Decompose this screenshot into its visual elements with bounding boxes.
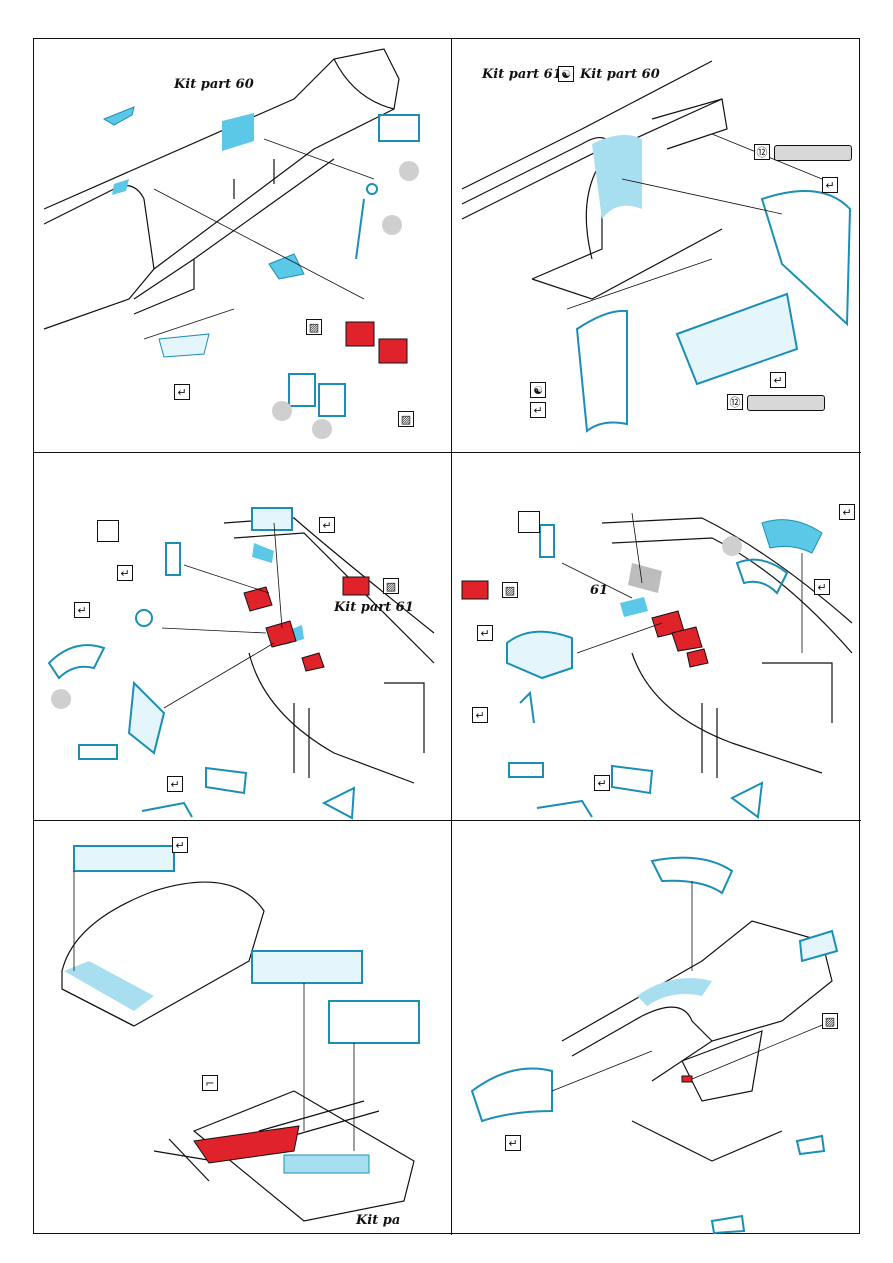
panel-step-1: Kit part 60 ↵ ▨ ▨ <box>34 39 452 453</box>
panel-3-drawing <box>47 507 435 820</box>
check-mark-icon: ↵ <box>477 625 493 641</box>
paint-hatch-icon: ▨ <box>306 319 322 335</box>
panel-step-3: ↵ ↵ ↵ ▨ Kit part 61 ↵ ↵ <box>34 453 452 821</box>
panel-1-drawing <box>43 48 420 417</box>
yin-yang-icon: ☯ <box>530 382 546 398</box>
step-square <box>518 511 540 533</box>
step-square <box>97 520 119 542</box>
paint-hatch-icon: ▨ <box>502 582 518 598</box>
panel-4-drawing <box>461 512 853 819</box>
panel-step-4: ↵ ↵ ▨ 61 ↵ ↵ ↵ ↵ ↵ <box>452 453 861 821</box>
reference-bar <box>747 395 825 411</box>
check-mark-icon: ↵ <box>319 517 335 533</box>
panel-6-drawing <box>470 856 839 1235</box>
paint-hatch-icon: ▨ <box>383 578 399 594</box>
kit-part-label: Kit part 60 <box>174 77 254 92</box>
check-mark-icon: ↵ <box>74 602 90 618</box>
paint-hatch-icon: ▨ <box>398 411 414 427</box>
kit-part-label: Kit part 61 <box>334 600 414 615</box>
reference-bar <box>774 145 852 161</box>
check-mark-icon: ↵ <box>839 504 855 520</box>
panel-2-drawing <box>461 60 852 433</box>
check-mark-icon: ↵ <box>594 775 610 791</box>
bend-icon: ⌐ <box>202 1075 218 1091</box>
paint-hatch-icon: ▨ <box>822 1013 838 1029</box>
instruction-sheet: Kit part 60 ↵ ▨ ▨ <box>33 38 861 1235</box>
step-circle-3 <box>272 401 292 421</box>
check-mark-icon: ↵ <box>822 177 838 193</box>
number-circle-icon: ⑫ <box>727 394 743 410</box>
check-mark-icon: ↵ <box>530 402 546 418</box>
check-mark-icon: ↵ <box>172 837 188 853</box>
panel-5-drawing <box>61 845 420 1222</box>
panel-step-6: ▨ ↵ <box>452 821 861 1235</box>
check-mark-icon: ↵ <box>167 776 183 792</box>
check-mark-icon: ↵ <box>174 384 190 400</box>
yin-yang-icon: ☯ <box>558 66 574 82</box>
step-circle <box>722 536 742 556</box>
kit-part-fragment: 61 <box>590 583 609 598</box>
kit-part-fragment: Kit pa <box>356 1213 401 1228</box>
number-circle-icon: ⑫ <box>754 144 770 160</box>
step-circle-1 <box>399 161 419 181</box>
kit-part-label-b: Kit part 60 <box>580 67 660 82</box>
kit-part-label-a: Kit part 61 <box>482 67 562 82</box>
check-mark-icon: ↵ <box>472 707 488 723</box>
step-circle <box>51 689 71 709</box>
check-mark-icon: ↵ <box>770 372 786 388</box>
step-circle-2 <box>382 215 402 235</box>
panel-step-2: Kit part 61 ☯ Kit part 60 ⑫ ↵ ☯ ↵ ↵ ⑫ <box>452 39 861 453</box>
check-mark-icon: ↵ <box>117 565 133 581</box>
step-circle-4 <box>312 419 332 439</box>
check-mark-icon: ↵ <box>505 1135 521 1151</box>
panel-step-5: ↵ ⌐ Kit pa <box>34 821 452 1235</box>
check-mark-icon: ↵ <box>814 579 830 595</box>
